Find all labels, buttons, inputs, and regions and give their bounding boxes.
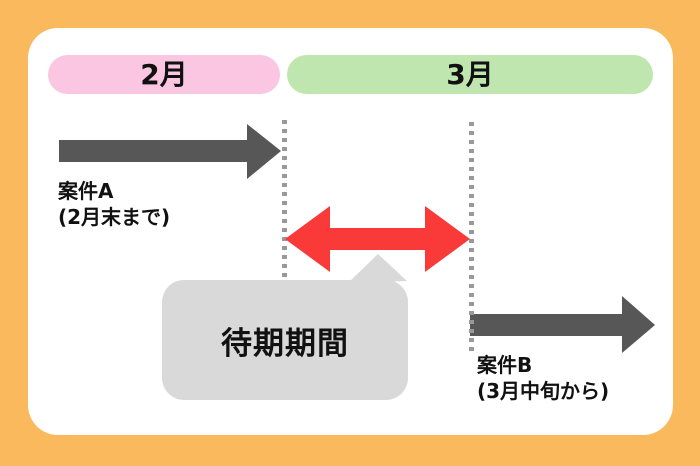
waiting-period-arrow: [285, 206, 470, 272]
project-a-name: 案件A: [58, 179, 114, 203]
month-label-february: 2月: [140, 57, 188, 91]
project-a-caption: 案件A (2月末まで): [58, 178, 170, 230]
project-b-arrow: [470, 296, 655, 353]
project-b-note: (3月中旬から): [477, 379, 610, 403]
speech-bubble: 待期期間: [162, 280, 408, 400]
project-b-name: 案件B: [477, 353, 533, 377]
month-pill-march: 3月: [287, 55, 653, 94]
speech-bubble-tail: [348, 254, 407, 283]
month-label-march: 3月: [446, 57, 494, 91]
project-a-note: (2月末まで): [58, 205, 171, 229]
waiting-period-label: 待期期間: [221, 325, 349, 362]
month-pill-february: 2月: [48, 55, 280, 94]
project-b-caption: 案件B (3月中旬から): [477, 352, 609, 404]
project-a-arrow: [59, 124, 281, 179]
